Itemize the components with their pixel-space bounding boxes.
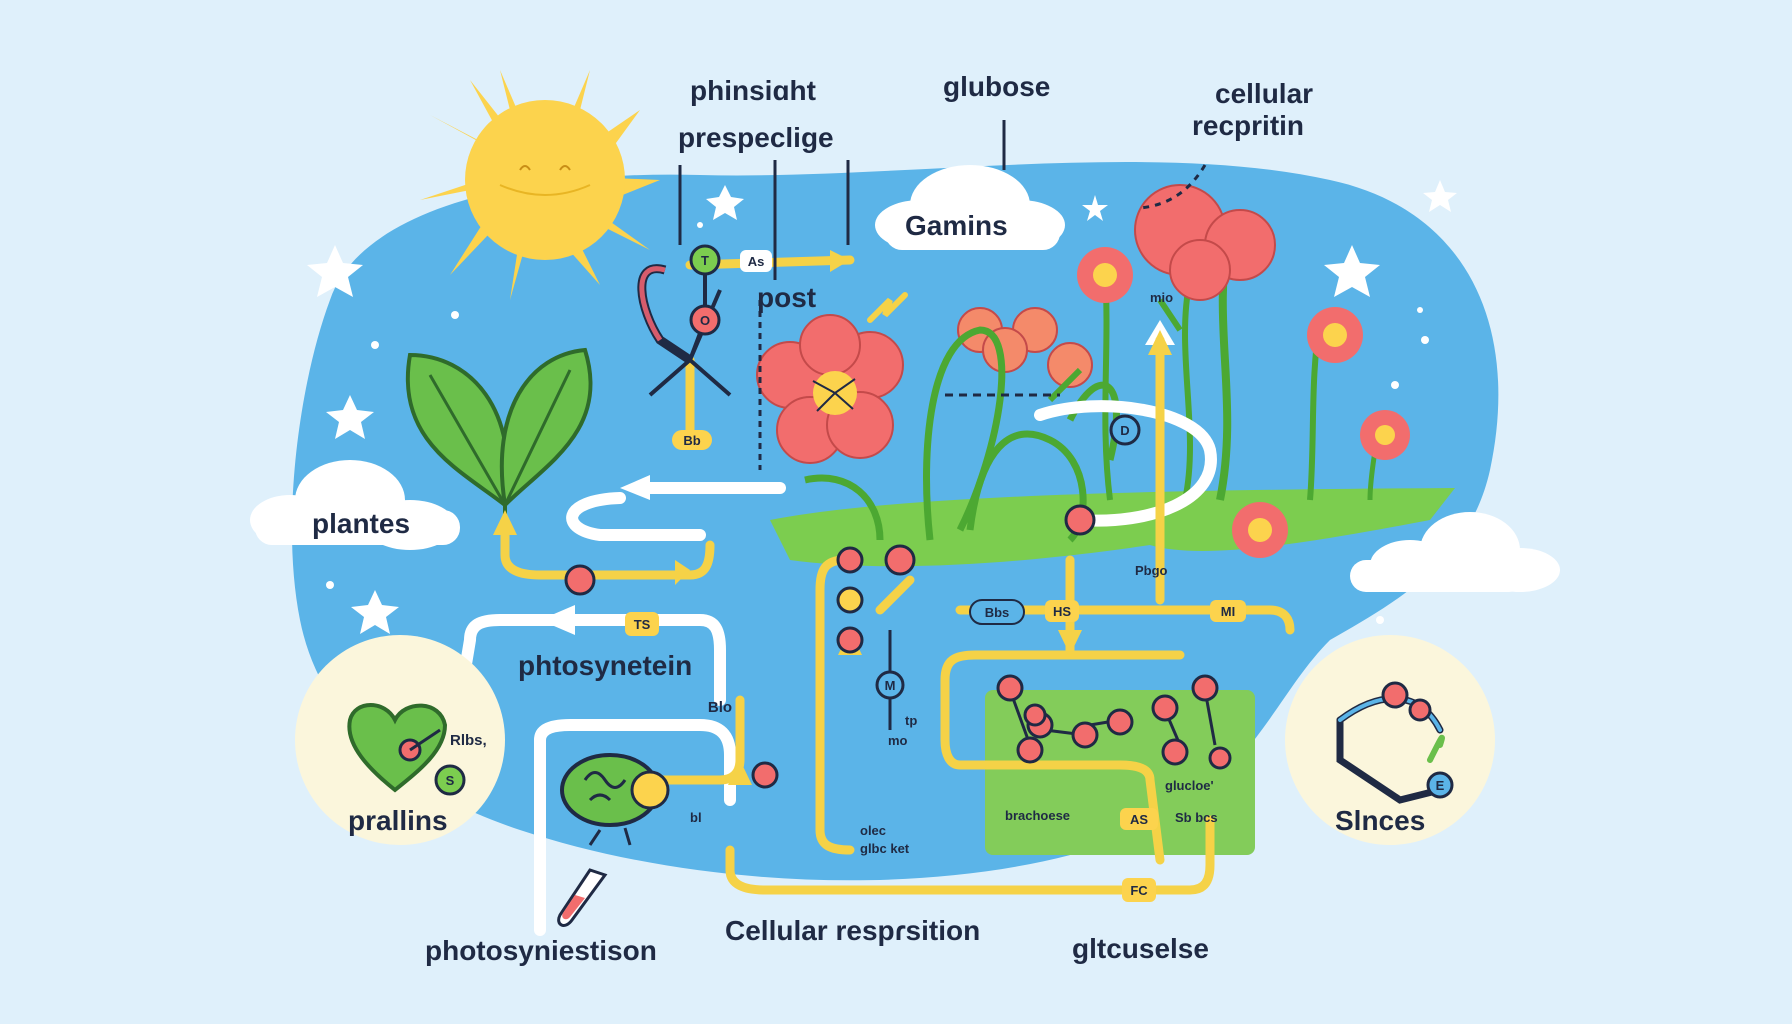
ground-strip [770,488,1455,567]
cloud-gamins [875,165,1065,250]
molecule-panel-atoms [996,674,1232,770]
white-arrows [454,400,1217,936]
svg-text:tp: tp [905,713,917,728]
svg-text:M: M [885,678,896,693]
label-cellular-bottom: Cellular respɾsition [725,915,980,946]
label-gamins: Gamins [905,210,1008,241]
label-plantes: plantes [312,508,410,539]
badge-s: S [434,764,466,796]
heart-icon [347,703,448,793]
svg-text:olec: olec [860,823,886,838]
svg-text:O: O [700,313,710,328]
flower-center [756,314,904,464]
badge-d: D [1109,414,1141,446]
svg-text:Bbs: Bbs [985,605,1010,620]
sun-icon [420,70,660,300]
label-prespeclige: prespeclige [678,122,834,153]
svg-text:Blo: Blo [708,699,732,716]
small-labels: As Bb mio Pbgo TS Blo Bbs HS MI Rlbs, gl… [450,250,1246,902]
svg-text:mo: mo [888,733,908,748]
svg-text:Rlbs,: Rlbs, [450,732,487,749]
badge-o: O [689,304,721,336]
svg-text:bl: bl [690,810,702,825]
badge-e: E [1426,771,1454,799]
label-phinsight: phinsiɑht [690,75,816,106]
svg-text:Sb bcs: Sb bcs [1175,810,1218,825]
leaf-icon [406,347,593,540]
svg-text:glbc ket: glbc ket [860,841,910,856]
cloud-plantes [250,460,460,550]
star-icons [307,180,1457,634]
label-photosynetein: phtosynetein [518,650,692,681]
badge-m: M [875,670,905,700]
svg-text:TS: TS [634,617,651,632]
svg-text:MI: MI [1221,604,1235,619]
svg-text:E: E [1436,778,1445,793]
label-slnces: Slnces [1335,805,1425,836]
svg-text:Bb: Bb [683,433,700,448]
test-tube-icon [557,868,608,927]
label-post: post [757,282,816,313]
flow-nodes [564,504,1096,810]
svg-text:mio: mio [1150,290,1173,305]
svg-text:T: T [701,253,709,268]
label-glubose: glubose [943,71,1050,102]
label-prallins: prallins [348,805,448,836]
svg-text:AS: AS [1130,812,1148,827]
svg-text:HS: HS [1053,604,1071,619]
label-cellular-top: cellular [1215,78,1313,109]
label-photosyniestison: photosyniestison [425,935,657,966]
svg-text:brachoese: brachoese [1005,808,1070,823]
svg-text:As: As [748,254,765,269]
svg-text:S: S [446,773,455,788]
label-gltcuselse: gltcuselse [1072,933,1209,964]
svg-text:glucloe': glucloe' [1165,778,1214,793]
label-recpritin: recpritin [1192,110,1304,141]
badge-t: T [689,244,721,276]
lightning-icon [867,292,908,323]
svg-text:Pbgo: Pbgo [1135,563,1168,578]
cloud-right [1350,512,1560,592]
molecule-chain-right [1336,681,1445,804]
svg-text:D: D [1120,423,1129,438]
svg-text:FC: FC [1130,883,1148,898]
